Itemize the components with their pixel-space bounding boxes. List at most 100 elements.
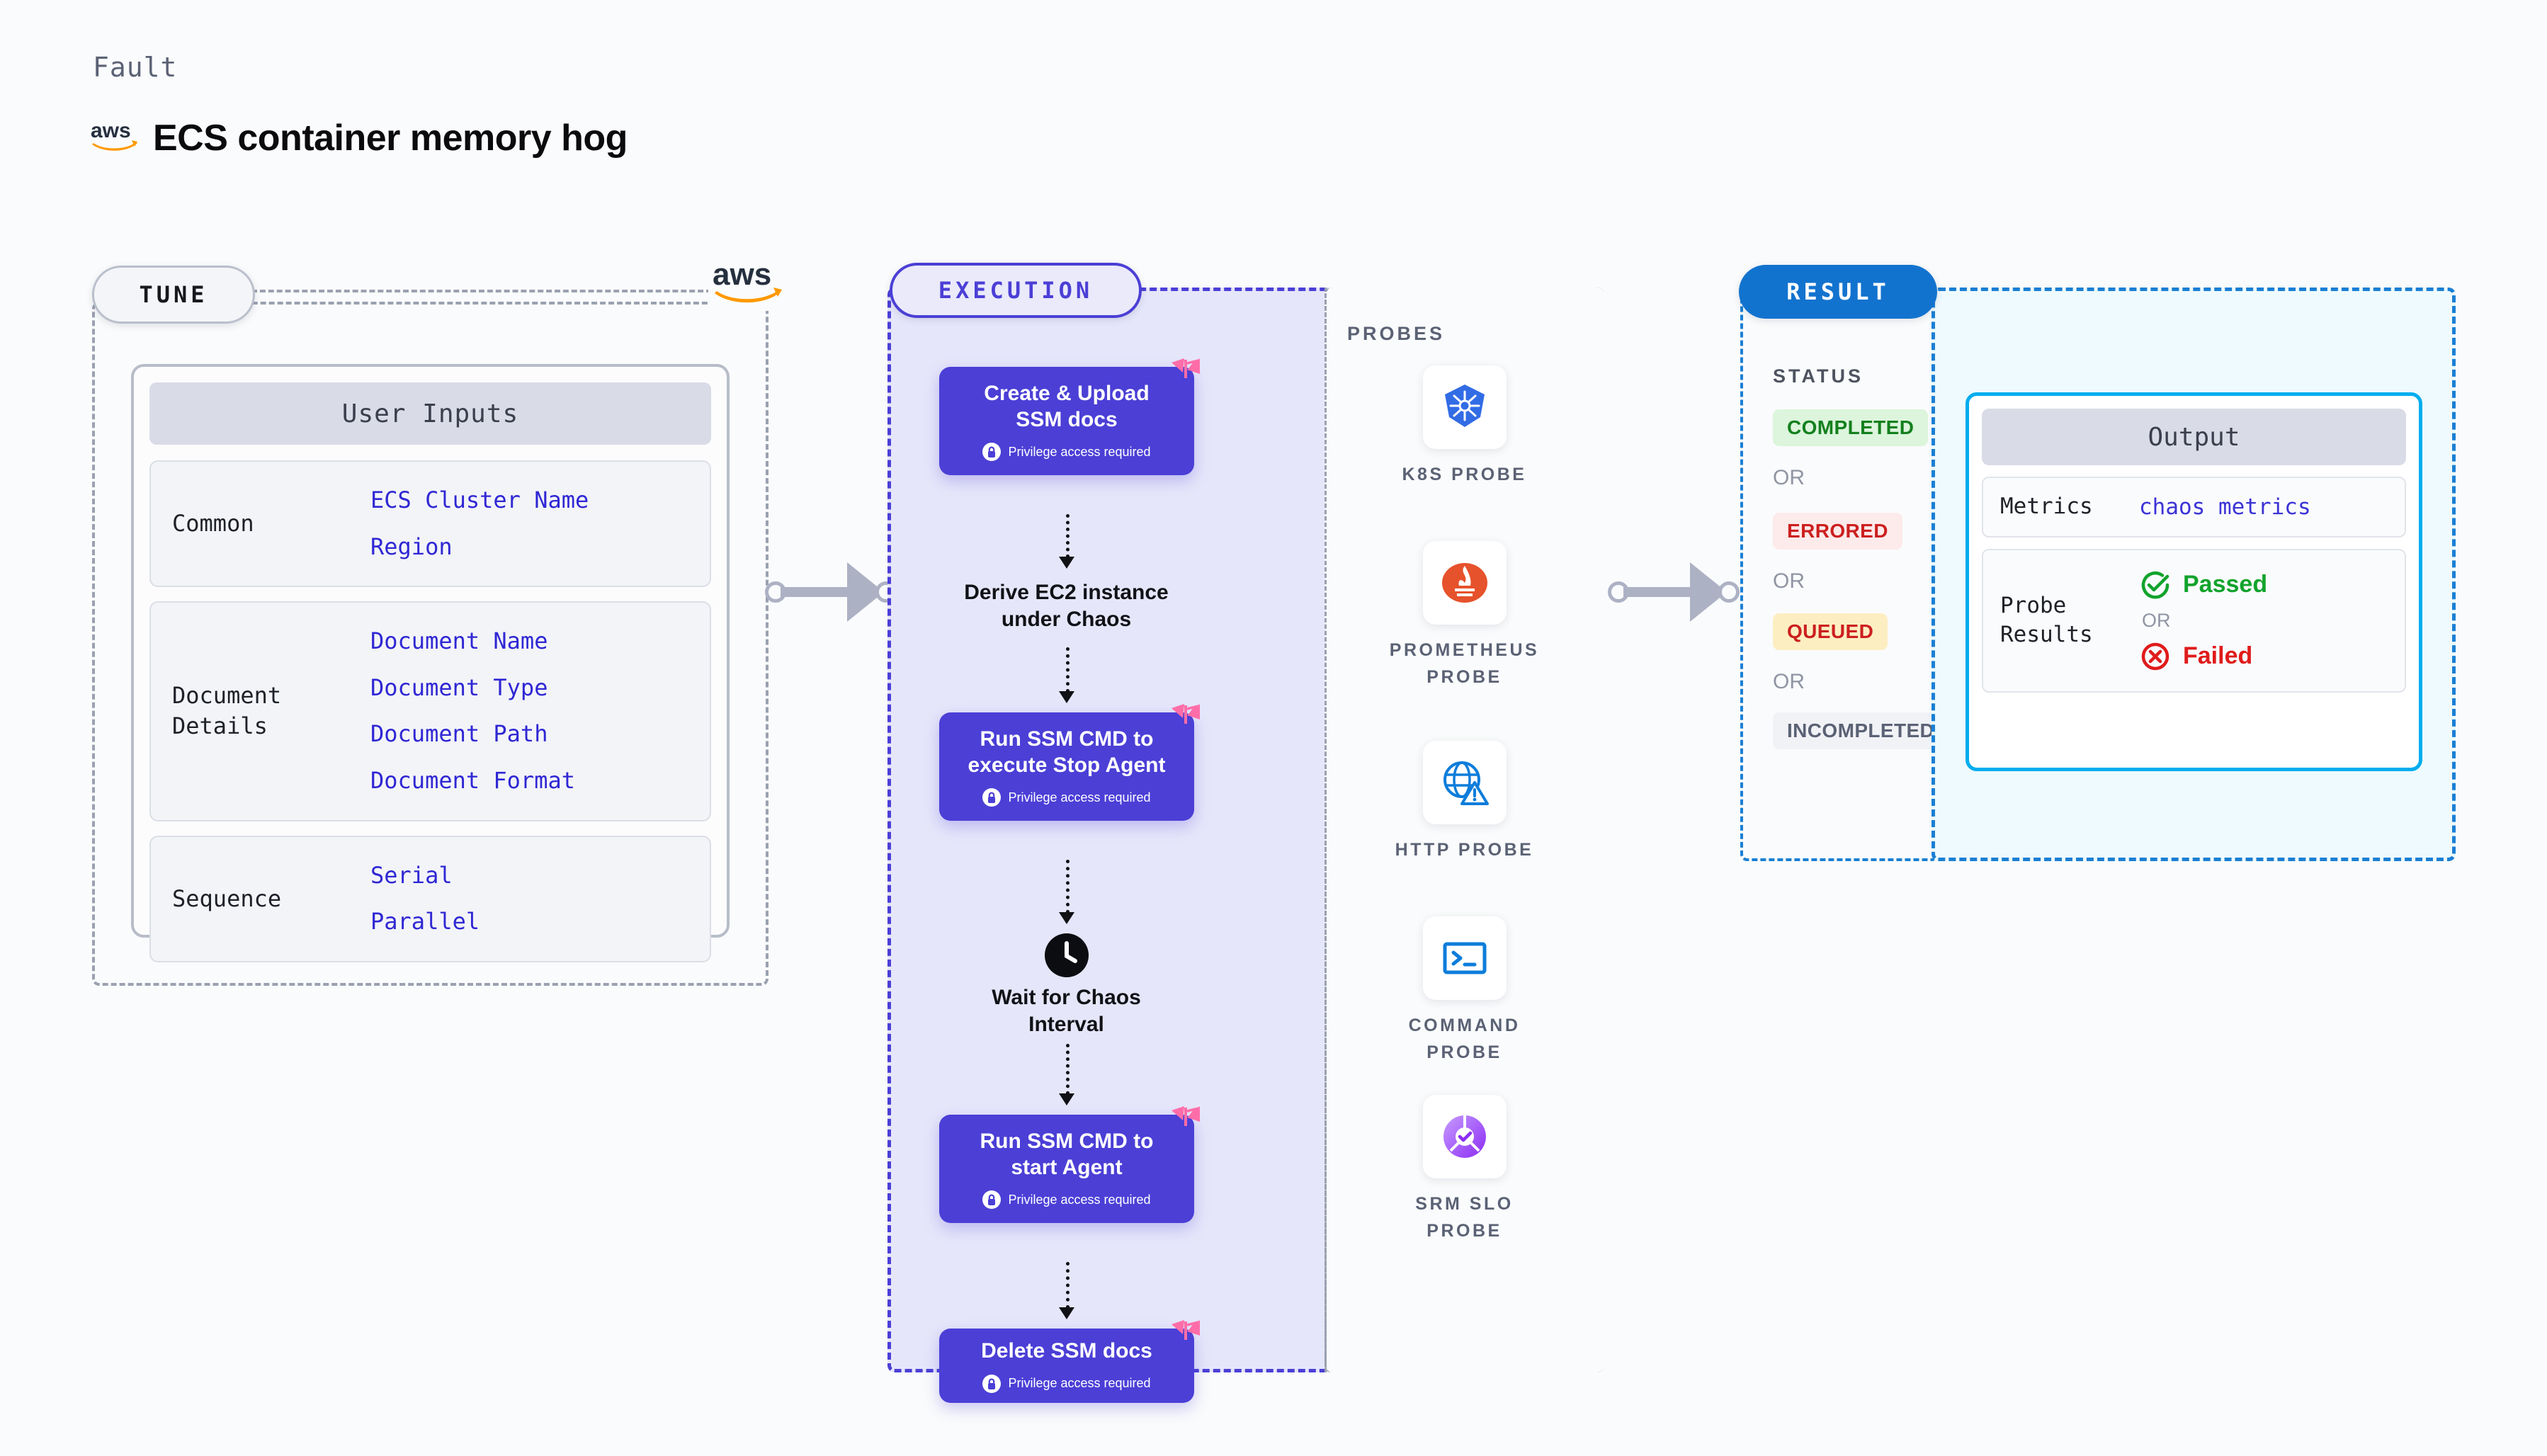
or-separator: OR (1773, 670, 1805, 693)
connector-3-arrow (1059, 912, 1074, 924)
tune-value[interactable]: Document Path (370, 720, 548, 748)
harness-flag-icon (1172, 358, 1200, 378)
result-stage-tag[interactable]: RESULT (1739, 265, 1937, 319)
tune-group-document-key: Document Details (172, 682, 282, 740)
status-label: STATUS (1773, 365, 1864, 387)
execution-node-create-upload-ssm-docs[interactable]: Create & Upload SSM docs Privilege acces… (939, 358, 1200, 476)
probe-item-srm-slo[interactable]: SRM SLO PROBE (1324, 1095, 1604, 1244)
probe-icon-box (1422, 741, 1507, 824)
aws-logo-icon: aws (91, 119, 139, 157)
tune-aws-logo-icon: aws (708, 256, 788, 311)
status-badge-incompleted: INCOMPLETED (1773, 712, 1949, 749)
privilege-text: Privilege access required (1008, 444, 1151, 459)
tune-value[interactable]: Region (370, 533, 453, 560)
probes-panel-bg (1324, 288, 1604, 1372)
probes-divider (1324, 288, 1327, 1372)
tune-value[interactable]: Document Format (370, 766, 575, 794)
wait-label: Wait for Chaos Interval (992, 986, 1141, 1036)
probe-label: HTTP PROBE (1395, 840, 1534, 860)
probes-title: PROBES (1347, 323, 1446, 344)
fault-kicker: Fault (93, 52, 178, 83)
status-badge-queued: QUEUED (1773, 613, 1888, 650)
lock-icon (982, 1374, 1002, 1393)
or-separator: OR (2142, 609, 2171, 631)
or-separator: OR (1773, 569, 1805, 593)
execution-node-delete-ssm-docs[interactable]: Delete SSM docs Privilege access require… (939, 1320, 1200, 1403)
or-separator: OR (1773, 466, 1805, 489)
status-badge-errored: ERRORED (1773, 513, 1902, 550)
node-title: Create & Upload SSM docs (984, 382, 1150, 431)
output-probe-results-row: Probe Results Passed OR (1982, 548, 2406, 693)
probe-item-http[interactable]: HTTP PROBE (1324, 741, 1604, 864)
probe-result-passed: Passed (2139, 569, 2267, 601)
privilege-row: Privilege access required (982, 1190, 1151, 1210)
tune-value[interactable]: Document Type (370, 673, 548, 701)
privilege-text: Privilege access required (1008, 790, 1151, 804)
arrow-end-dot (1718, 581, 1740, 603)
svg-text:aws: aws (91, 119, 131, 142)
execution-node-derive-ec2-instance: Derive EC2 instance under Chaos (964, 581, 1169, 631)
probe-icon-box (1422, 541, 1507, 625)
lock-icon (982, 788, 1002, 807)
tune-group-document-details: Document Details Document Name Document … (149, 601, 711, 821)
execution-node-wait-for-chaos-interval: Wait for Chaos Interval (887, 933, 1245, 1037)
tune-group-common-values: ECS Cluster Name Region (370, 477, 589, 570)
check-circle-icon (2141, 571, 2169, 599)
user-inputs-title: User Inputs (149, 382, 711, 445)
tune-stage-tag[interactable]: TUNE (92, 266, 255, 324)
privilege-row: Privilege access required (982, 788, 1151, 807)
arrow-shaft (1623, 587, 1701, 597)
result-panel-border (1740, 288, 1939, 861)
output-metrics-value[interactable]: chaos metrics (2139, 494, 2311, 520)
page-title: ECS container memory hog (153, 117, 628, 159)
svg-text:aws: aws (713, 257, 771, 292)
tune-group-common-key: Common (172, 510, 254, 537)
execution-node-run-ssm-start-agent[interactable]: Run SSM CMD to start Agent Privilege acc… (939, 1106, 1200, 1224)
node-title: Delete SSM docs (981, 1339, 1152, 1363)
probe-item-prometheus[interactable]: PROMETHEUS PROBE (1324, 541, 1604, 690)
srm-slo-icon (1443, 1115, 1486, 1158)
probe-icon-box (1422, 1095, 1507, 1178)
connector-1 (1066, 514, 1070, 558)
probe-result-failed: Failed (2139, 640, 2267, 673)
probe-item-command[interactable]: COMMAND PROBE (1324, 916, 1604, 1066)
harness-flag-icon (1172, 1320, 1200, 1340)
user-inputs-card: User Inputs Common ECS Cluster Name Regi… (131, 364, 730, 962)
probe-icon-box (1422, 916, 1507, 1000)
probe-label: PROMETHEUS PROBE (1389, 640, 1540, 687)
execution-node-run-ssm-stop-agent[interactable]: Run SSM CMD to execute Stop Agent Privil… (939, 704, 1200, 821)
result-panel: STATUS COMPLETED OR ERRORED OR QUEUED OR… (1740, 288, 1949, 861)
connector-3 (1066, 860, 1070, 914)
output-metrics-key: Metrics (2000, 494, 2093, 519)
connector-5 (1066, 1262, 1070, 1309)
node-title: Run SSM CMD to start Agent (980, 1130, 1154, 1179)
probe-item-k8s[interactable]: K8S PROBE (1324, 365, 1604, 489)
tune-panel: User Inputs Common ECS Cluster Name Regi… (92, 302, 768, 986)
probe-label: COMMAND PROBE (1408, 1016, 1521, 1062)
connector-2 (1066, 647, 1070, 693)
output-card-title: Output (1982, 409, 2406, 465)
tune-value[interactable]: Parallel (370, 908, 480, 935)
connector-5-arrow (1059, 1307, 1074, 1319)
output-panel: Output Metrics chaos metrics Probe Resul… (1931, 288, 2456, 861)
execution-stage-tag[interactable]: EXECUTION (890, 263, 1142, 318)
privilege-row: Privilege access required (982, 1374, 1151, 1393)
tune-group-sequence-values: Serial Parallel (370, 853, 480, 945)
failed-label: Failed (2183, 642, 2253, 670)
node-title: Run SSM CMD to execute Stop Agent (968, 727, 1166, 777)
fault-title-row: aws ECS container memory hog (91, 119, 628, 157)
connector-4 (1066, 1044, 1070, 1095)
privilege-row: Privilege access required (982, 443, 1151, 462)
tune-value[interactable]: Document Name (370, 627, 548, 655)
tune-value[interactable]: ECS Cluster Name (370, 487, 589, 513)
tune-value[interactable]: Serial (370, 861, 453, 889)
output-probe-results-key: Probe Results (2000, 592, 2093, 648)
probe-icon-box (1422, 365, 1507, 449)
prometheus-icon (1441, 563, 1487, 603)
passed-label: Passed (2183, 571, 2268, 598)
tune-group-sequence-key: Sequence (172, 885, 282, 912)
lock-icon (982, 443, 1002, 462)
output-probe-results-values: Passed OR Failed (2139, 569, 2267, 673)
probe-label: SRM SLO PROBE (1415, 1194, 1514, 1241)
